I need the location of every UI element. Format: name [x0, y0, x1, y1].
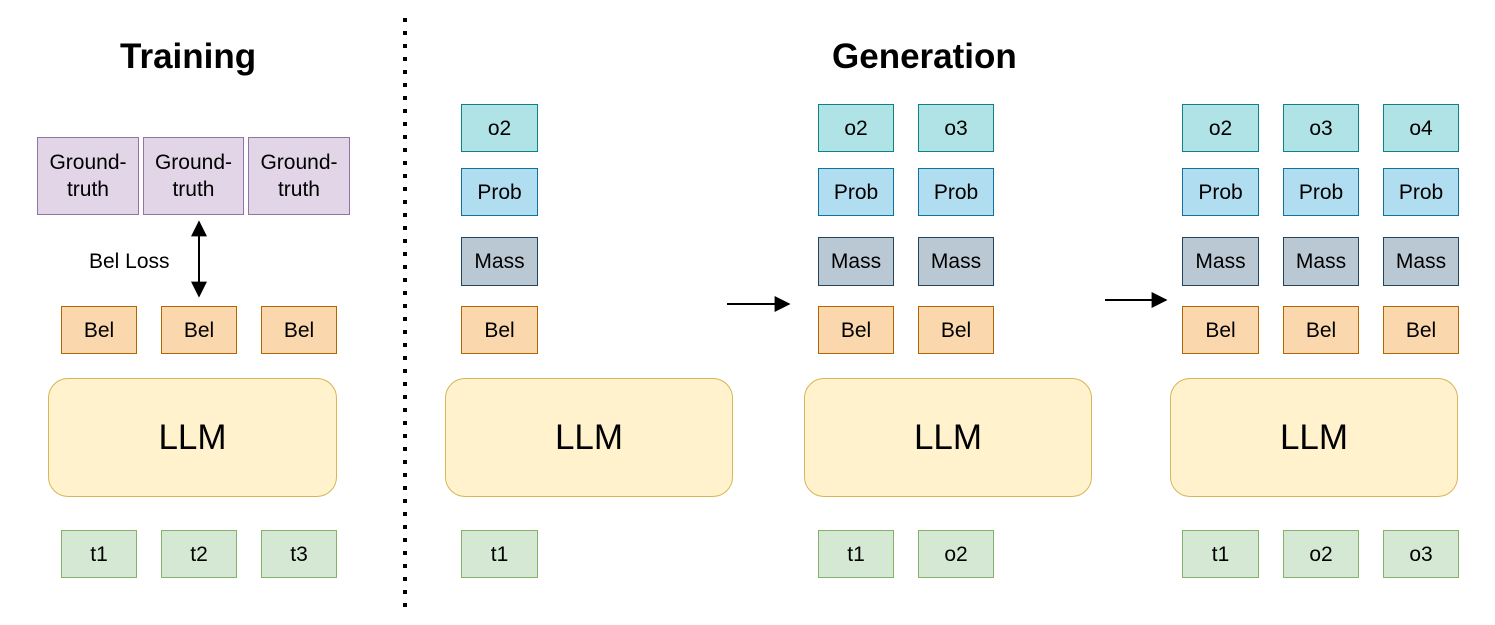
- prob-box: Prob: [1283, 168, 1359, 216]
- output-token-box: o4: [1383, 104, 1459, 152]
- bel-box: Bel: [261, 306, 337, 354]
- input-token-box: t2: [161, 530, 237, 578]
- bel-box: Bel: [918, 306, 994, 354]
- mass-box: Mass: [1383, 237, 1459, 286]
- llm-block: LLM: [804, 378, 1092, 497]
- bel-box: Bel: [461, 306, 538, 354]
- ground-truth-box: Ground- truth: [143, 137, 244, 215]
- input-token-box: o3: [1383, 530, 1459, 578]
- prob-box: Prob: [1182, 168, 1259, 216]
- mass-box: Mass: [818, 237, 894, 286]
- mass-box: Mass: [1283, 237, 1359, 286]
- mass-box: Mass: [1182, 237, 1259, 286]
- bel-box: Bel: [1182, 306, 1259, 354]
- bel-box: Bel: [61, 306, 137, 354]
- output-token-box: o2: [818, 104, 894, 152]
- mass-box: Mass: [918, 237, 994, 286]
- llm-block: LLM: [445, 378, 733, 497]
- prob-box: Prob: [918, 168, 994, 216]
- input-token-box: t1: [818, 530, 894, 578]
- input-token-box: t1: [1182, 530, 1259, 578]
- input-token-box: t1: [461, 530, 538, 578]
- output-token-box: o2: [1182, 104, 1259, 152]
- training-title: Training: [120, 37, 257, 76]
- bel-box: Bel: [1283, 306, 1359, 354]
- input-token-box: o2: [1283, 530, 1359, 578]
- output-token-box: o3: [1283, 104, 1359, 152]
- output-token-box: o2: [461, 104, 538, 152]
- input-token-box: t3: [261, 530, 337, 578]
- ground-truth-box: Ground- truth: [37, 137, 139, 215]
- llm-block: LLM: [1170, 378, 1458, 497]
- generation-title: Generation: [832, 37, 1017, 76]
- llm-block: LLM: [48, 378, 337, 497]
- bel-loss-label: Bel Loss: [89, 250, 170, 273]
- prob-box: Prob: [1383, 168, 1459, 216]
- mass-box: Mass: [461, 237, 538, 286]
- input-token-box: t1: [61, 530, 137, 578]
- bel-box: Bel: [161, 306, 237, 354]
- output-token-box: o3: [918, 104, 994, 152]
- prob-box: Prob: [818, 168, 894, 216]
- bel-box: Bel: [1383, 306, 1459, 354]
- prob-box: Prob: [461, 168, 538, 216]
- ground-truth-box: Ground- truth: [248, 137, 350, 215]
- input-token-box: o2: [918, 530, 994, 578]
- bel-box: Bel: [818, 306, 894, 354]
